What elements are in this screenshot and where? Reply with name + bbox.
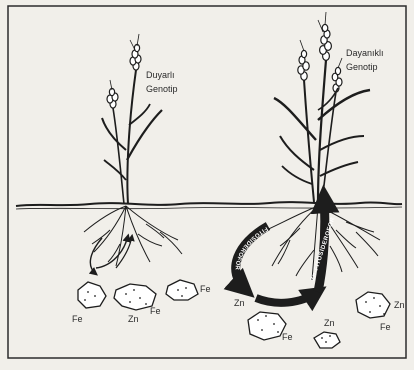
mineral-particle [248,312,286,340]
mineral-label: Fe [200,284,211,294]
mineral-particle [78,282,106,308]
wheat-ear-left-2 [107,80,118,108]
left-exudate-arrow-2 [96,236,128,268]
right-genotype-label-2: Genotip [346,62,378,72]
complex-formation-arrow [256,292,318,303]
mineral-label: Fe [150,306,161,316]
mineral-label: Zn [128,314,139,324]
mineral-particle [356,292,390,318]
wheat-ear-left-1 [130,34,141,70]
mineral-particle [314,332,340,348]
mineral-label: Fe [282,332,293,342]
mineral-label: Zn [324,318,335,328]
mineral-label: Fe [72,314,83,324]
mineral-label: Zn [234,298,245,308]
mineral-label: Zn [394,300,405,310]
mineral-particle [166,280,198,300]
wheat-ear-right-1 [318,12,331,60]
wheat-ear-right-2 [298,40,309,80]
left-exudate-arrow-3 [116,236,132,268]
susceptible-roots [84,206,182,266]
right-genotype-label-1: Dayanıklı [346,48,384,58]
mineral-label: Fe [380,322,391,332]
left-genotype-label-2: Genotip [146,84,178,94]
left-mineral-particles [78,280,198,310]
left-genotype-label-1: Duyarlı [146,70,175,80]
soil-surface-line-2 [16,207,402,209]
figure-border [8,6,406,358]
wheat-ear-right-3 [332,58,342,92]
soil-surface-line [16,202,402,206]
